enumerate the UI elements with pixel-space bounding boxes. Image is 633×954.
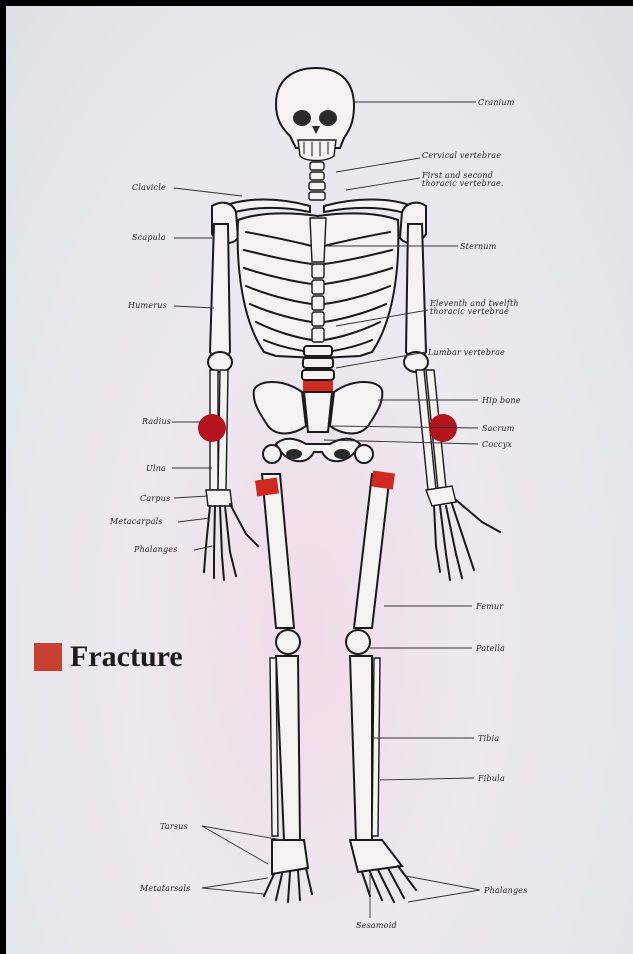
label-sesamoid: Sesamoid bbox=[356, 921, 397, 930]
label-carpus: Carpus bbox=[140, 494, 170, 503]
fracture-legend-label: Fracture bbox=[70, 640, 183, 674]
label-ulna: Ulna bbox=[146, 464, 166, 473]
left-leg bbox=[255, 474, 312, 902]
lumbar-fracture-marker bbox=[303, 381, 333, 391]
label-clavicle: Clavicle bbox=[132, 183, 166, 192]
label-radius: Radius bbox=[141, 417, 171, 426]
label-fibula: Fibula bbox=[477, 774, 505, 783]
label-cervical-vertebrae: Cervical vertebrae bbox=[422, 151, 501, 160]
right-leg bbox=[346, 471, 416, 902]
label-coccyx: Coccyx bbox=[482, 440, 512, 449]
lumbar-spine bbox=[302, 346, 334, 391]
label-sternum: Sternum bbox=[460, 242, 497, 251]
left-femur-fracture-marker bbox=[255, 478, 279, 497]
label-cranium: Cranium bbox=[478, 98, 515, 107]
label-sacrum: Sacrum bbox=[482, 424, 515, 433]
label-femur: Femur bbox=[475, 602, 504, 611]
skull bbox=[276, 68, 354, 161]
slide-background: Cranium Cervical vertebrae First and sec… bbox=[6, 6, 633, 954]
skeleton-diagram: Cranium Cervical vertebrae First and sec… bbox=[6, 6, 633, 954]
label-humerus: Humerus bbox=[127, 301, 167, 310]
right-femur-fracture-marker bbox=[371, 471, 395, 490]
label-tarsus: Tarsus bbox=[160, 822, 188, 831]
label-metacarpals: Metacarpals bbox=[109, 517, 163, 526]
fracture-legend: Fracture bbox=[34, 640, 183, 674]
left-wrist-marker bbox=[198, 414, 226, 442]
label-lumbar-vertebrae: Lumbar vertebrae bbox=[427, 348, 505, 357]
label-first-second-thoracic-2: thoracic vertebrae. bbox=[422, 179, 504, 188]
label-hip-bone: Hip bone bbox=[481, 396, 521, 405]
rib-cage bbox=[238, 213, 399, 358]
pelvis bbox=[254, 382, 383, 463]
fracture-legend-swatch bbox=[34, 643, 62, 671]
cervical-spine bbox=[309, 162, 325, 200]
label-phalanges-hand: Phalanges bbox=[133, 545, 178, 554]
label-scapula: Scapula bbox=[132, 233, 166, 242]
label-patella: Patella bbox=[475, 644, 505, 653]
label-phalanges-foot: Phalanges bbox=[483, 886, 528, 895]
label-eleventh-twelfth-2: thoracic vertebrae bbox=[430, 307, 509, 316]
label-metatarsals: Metatarsals bbox=[139, 884, 190, 893]
label-tibia: Tibia bbox=[478, 734, 499, 743]
